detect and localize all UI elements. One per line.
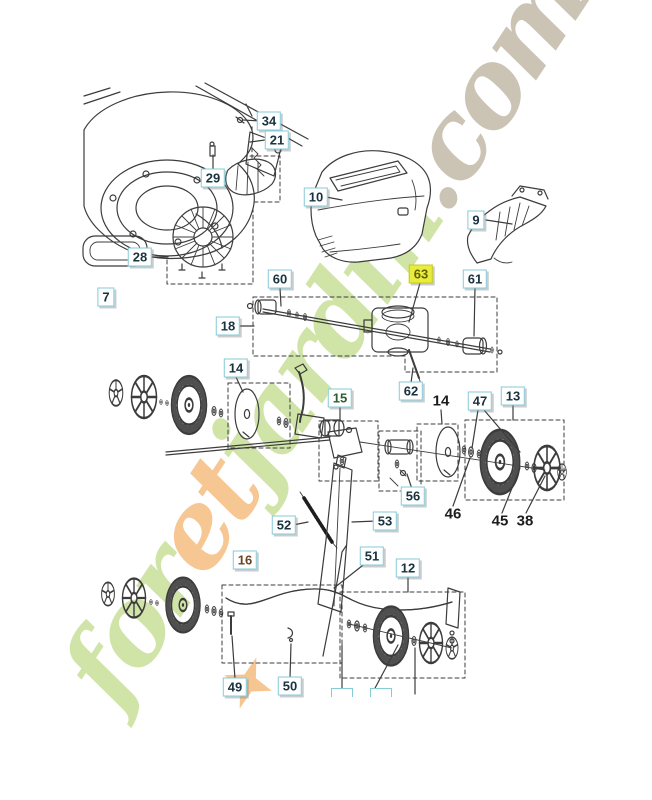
- part-label-15[interactable]: 15: [327, 388, 353, 408]
- part-label-34[interactable]: 34: [256, 111, 282, 131]
- part-label-45[interactable]: 45: [491, 512, 509, 530]
- part-label-18[interactable]: 18: [215, 316, 241, 336]
- impeller-drawing: [172, 206, 234, 279]
- part-label-49[interactable]: 49: [222, 677, 248, 697]
- part-label-7[interactable]: 7: [97, 287, 115, 307]
- part-label-46[interactable]: 46: [444, 505, 462, 523]
- part-label-51[interactable]: 51: [359, 546, 385, 566]
- part-label-29[interactable]: 29: [200, 168, 226, 188]
- mower-deck-drawing: [82, 82, 309, 267]
- part-label-16[interactable]: 16: [232, 550, 258, 570]
- part-label-28[interactable]: 28: [127, 247, 153, 267]
- discharge-chute-drawing: [466, 185, 549, 264]
- part-label-38[interactable]: 38: [516, 512, 534, 530]
- rear-right-wheel-assembly-drawing: [346, 608, 459, 665]
- part-label-53[interactable]: 53: [372, 511, 398, 531]
- gearbox-drawing: [363, 305, 429, 357]
- engine-cover-drawing: [310, 150, 431, 263]
- part-label-56[interactable]: 56: [400, 486, 426, 506]
- watermark-star-ornament: [224, 657, 272, 709]
- part-label-60[interactable]: 60: [267, 269, 293, 289]
- part-label-61[interactable]: 61: [462, 269, 488, 289]
- axle-assembly-drawing: [246, 299, 503, 385]
- part-label-14-mid[interactable]: 14: [432, 392, 450, 410]
- part-label-13[interactable]: 13: [500, 386, 526, 406]
- part-label-cut-2: [370, 688, 392, 697]
- part-label-cut-1: [331, 688, 353, 697]
- front-left-wheel-assembly-drawing: [108, 363, 353, 456]
- part-label-47[interactable]: 47: [467, 391, 493, 411]
- spring-and-flap-drawing: [299, 454, 353, 657]
- part-label-50[interactable]: 50: [277, 676, 303, 696]
- part-label-14-left[interactable]: 14: [223, 358, 249, 378]
- part-label-10[interactable]: 10: [303, 187, 329, 207]
- part-label-62[interactable]: 62: [398, 381, 424, 401]
- part-label-52[interactable]: 52: [271, 515, 297, 535]
- rear-axle-assembly-drawing: [100, 579, 461, 644]
- right-wheel-assembly-drawing: [435, 426, 568, 493]
- part-label-63[interactable]: 63: [408, 264, 434, 284]
- part-label-12[interactable]: 12: [395, 558, 421, 578]
- part-label-21[interactable]: 21: [264, 130, 290, 150]
- part-label-9[interactable]: 9: [467, 210, 485, 230]
